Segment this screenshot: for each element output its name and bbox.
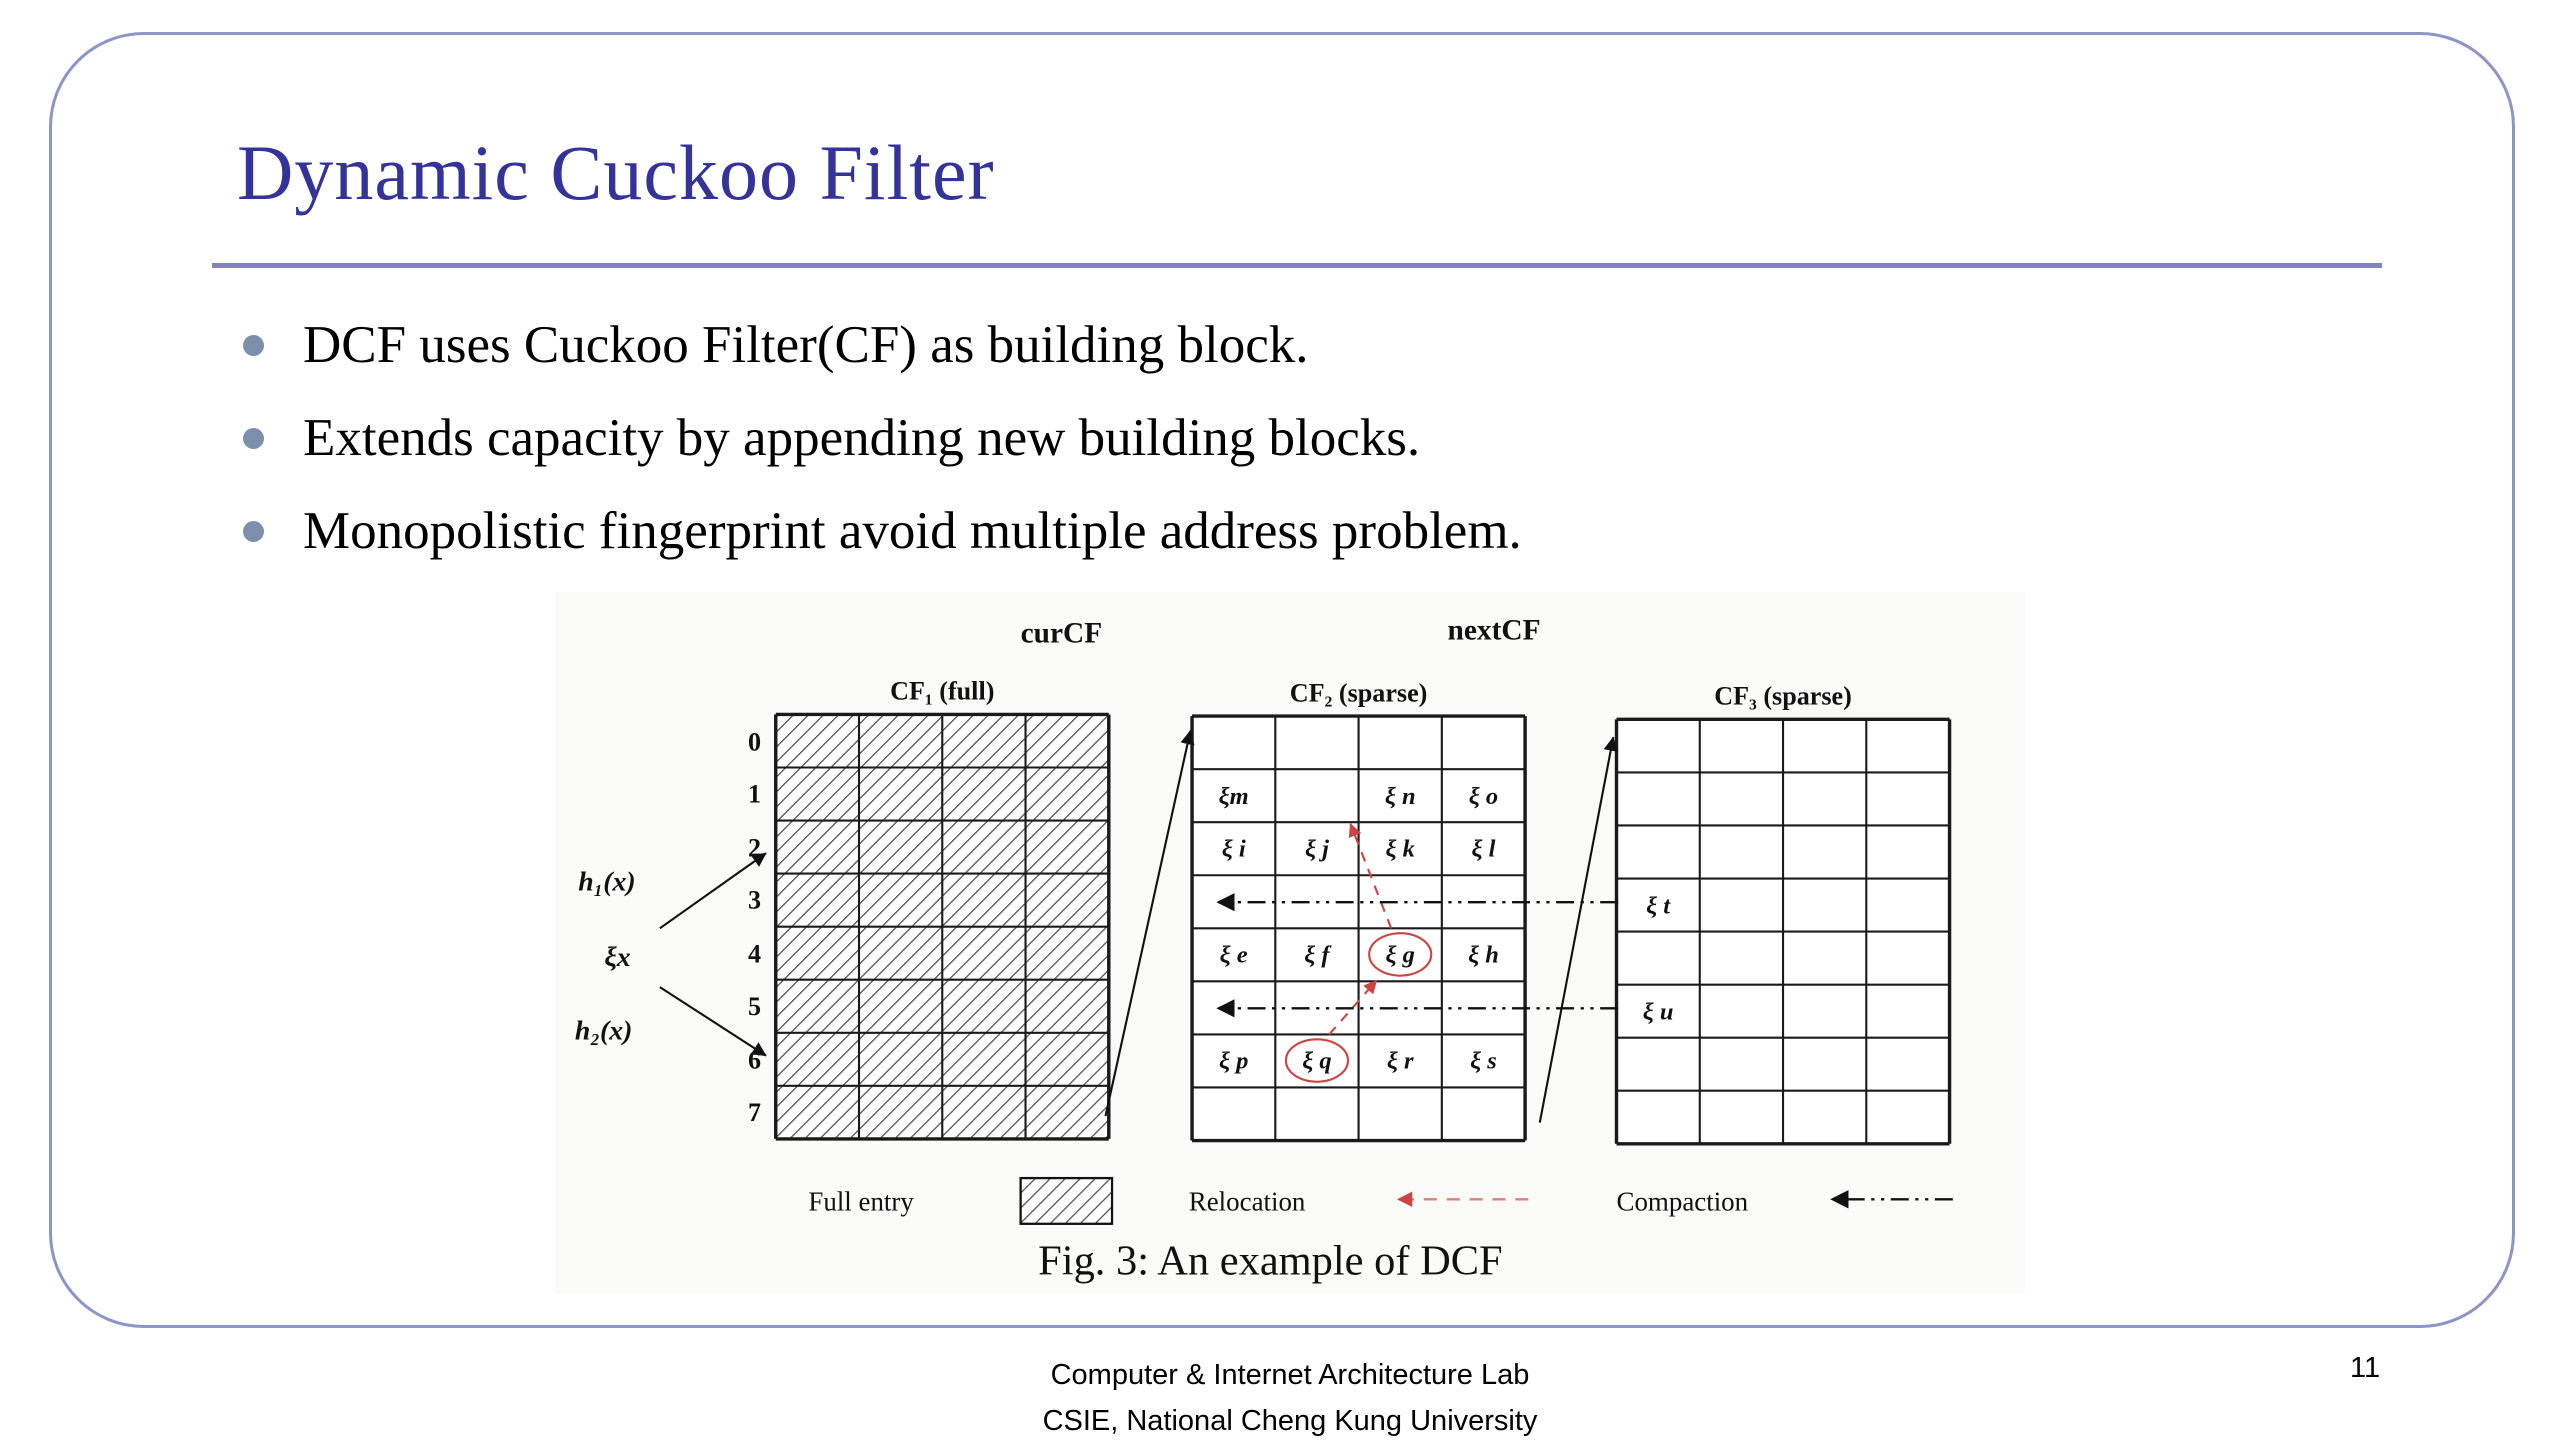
h1-arrow: [659, 852, 767, 930]
cf2-entry-i: ξ i: [1222, 835, 1246, 862]
relocation-circle-g: [1368, 932, 1433, 977]
footer-line1: Computer & Internet Architecture Lab: [1050, 1359, 1530, 1391]
cf-grids: [774, 712, 1952, 1146]
cf2-entry-m: ξm: [1219, 783, 1249, 810]
relocation-arrow-q-to-g: [1328, 979, 1378, 1036]
row-number-1: 1: [748, 780, 761, 809]
bullet-icon: [243, 428, 264, 449]
relocation-arrow-g-up: [1348, 823, 1393, 929]
bullet-text: DCF uses Cuckoo Filter(CF) as building b…: [303, 316, 1309, 374]
curcf-label: curCF: [1021, 618, 1103, 650]
cf2-entry-h: ξ h: [1468, 942, 1499, 969]
cf1-header: CF₁ (full): [890, 677, 994, 706]
bullet-text: Monopolistic fingerprint avoid multiple …: [303, 502, 1522, 560]
bullet-item: Extends capacity by appending new buildi…: [237, 407, 2137, 470]
cf2-entry-e: ξ e: [1220, 942, 1248, 969]
bullet-text: Extends capacity by appending new buildi…: [303, 409, 1421, 467]
cf2-entry-g: ξ g: [1386, 942, 1415, 969]
cf2-entry-o: ξ o: [1469, 783, 1498, 810]
cf2-entry-s: ξ s: [1470, 1048, 1497, 1075]
row-number-3: 3: [748, 886, 761, 915]
cf2-entry-k: ξ k: [1386, 835, 1416, 862]
cf3-entry-u: ξ u: [1643, 999, 1674, 1026]
cf3-header: CF₃ (sparse): [1714, 682, 1852, 711]
footer: Computer & Internet Architecture Lab CSI…: [790, 1352, 1790, 1444]
title-rule: [212, 263, 2382, 268]
legend-compaction-label: Compaction: [1617, 1187, 1749, 1217]
figure-overlay: curCF nextCF CF₁ (full) CF₂ (sparse) CF₃…: [575, 614, 1953, 1284]
row-number-5: 5: [748, 992, 761, 1021]
cf2-entry-r: ξ r: [1387, 1048, 1414, 1075]
h2-label: h₂(x): [575, 1015, 632, 1046]
figure-caption: Fig. 3: An example of DCF: [1038, 1237, 1502, 1284]
row-number-4: 4: [748, 940, 761, 969]
cf1-to-cf2-arrow: [1104, 729, 1195, 1117]
cf2-entry-f: ξ f: [1304, 942, 1332, 969]
footer-line2: CSIE, National Cheng Kung University: [1042, 1405, 1538, 1437]
dcf-figure: curCF nextCF CF₁ (full) CF₂ (sparse) CF₃…: [555, 592, 2025, 1294]
nextcf-label: nextCF: [1448, 614, 1541, 646]
relocation-circle-q: [1284, 1038, 1350, 1083]
cf2-entry-l: ξ l: [1471, 835, 1495, 862]
cf3-entry-t: ξ t: [1646, 893, 1671, 920]
legend-full-entry-label: Full entry: [808, 1187, 914, 1217]
legend-relocation-label: Relocation: [1189, 1187, 1306, 1217]
page-number: 11: [2350, 1352, 2381, 1384]
cf2-entry-q: ξ q: [1302, 1048, 1331, 1075]
h2-arrow: [659, 986, 767, 1057]
cf2-entry-p: ξ p: [1219, 1048, 1248, 1075]
bullet-icon: [243, 335, 264, 356]
legend-full-entry-swatch: [1019, 1176, 1114, 1225]
slide-border: [49, 32, 2515, 1328]
item-label: ξx: [604, 942, 630, 973]
cf2-to-cf3-arrow: [1538, 736, 1618, 1123]
row-number-0: 0: [748, 727, 761, 756]
row-number-7: 7: [748, 1098, 761, 1127]
bullet-list: DCF uses Cuckoo Filter(CF) as building b…: [237, 314, 2137, 593]
cf2-entry-j: ξ j: [1305, 835, 1329, 862]
slide-title: Dynamic Cuckoo Filter: [237, 129, 995, 216]
bullet-icon: [243, 521, 264, 542]
bullet-item: DCF uses Cuckoo Filter(CF) as building b…: [237, 314, 2137, 377]
h1-label: h₁(x): [578, 867, 635, 898]
cf2-header: CF₂ (sparse): [1290, 678, 1428, 707]
bullet-item: Monopolistic fingerprint avoid multiple …: [237, 500, 2137, 563]
cf2-entry-n: ξ n: [1385, 783, 1416, 810]
